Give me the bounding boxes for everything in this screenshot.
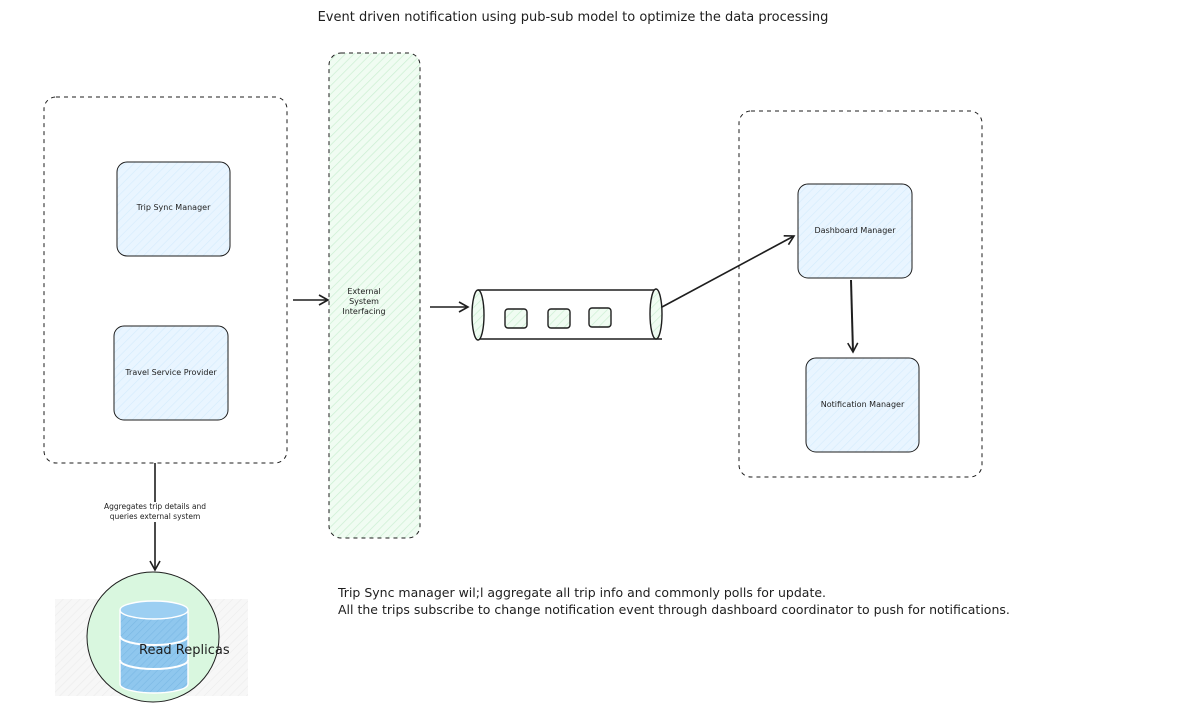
- trip-sync-manager-box[interactable]: [116, 161, 231, 257]
- read-replicas-database[interactable]: [55, 571, 248, 703]
- aggregates-edge-label: Aggregates trip details and queries exte…: [95, 502, 215, 522]
- note-line-2: All the trips subscribe to change notifi…: [338, 602, 1010, 617]
- notification-manager-box[interactable]: [805, 357, 920, 453]
- left-group-container: [43, 96, 288, 464]
- trip-sync-manager-label: Trip Sync Manager: [136, 203, 211, 212]
- queue-message-3: [588, 307, 612, 328]
- queue-message-1: [504, 308, 528, 329]
- arrow-to-notification-manager: [847, 279, 859, 354]
- travel-service-provider-box[interactable]: [113, 325, 229, 421]
- arrow-to-dashboard-manager: [661, 235, 796, 308]
- queue-message-2: [547, 308, 571, 329]
- description-note: Trip Sync manager wil;l aggregate all tr…: [338, 584, 1010, 618]
- external-system-interfacing-label: External System Interfacing: [342, 287, 386, 316]
- read-replicas-label: Read Replicas: [139, 643, 230, 658]
- travel-service-provider-label: Travel Service Provider: [125, 368, 217, 377]
- notification-manager-label: Notification Manager: [820, 400, 905, 409]
- message-queue[interactable]: [471, 288, 663, 341]
- dashboard-manager-box[interactable]: [797, 183, 913, 279]
- diagram-title: Event driven notification using pub-sub …: [317, 10, 829, 25]
- right-group-container: [738, 110, 983, 478]
- note-line-1: Trip Sync manager wil;l aggregate all tr…: [338, 585, 827, 600]
- dashboard-manager-label: Dashboard Manager: [814, 226, 896, 235]
